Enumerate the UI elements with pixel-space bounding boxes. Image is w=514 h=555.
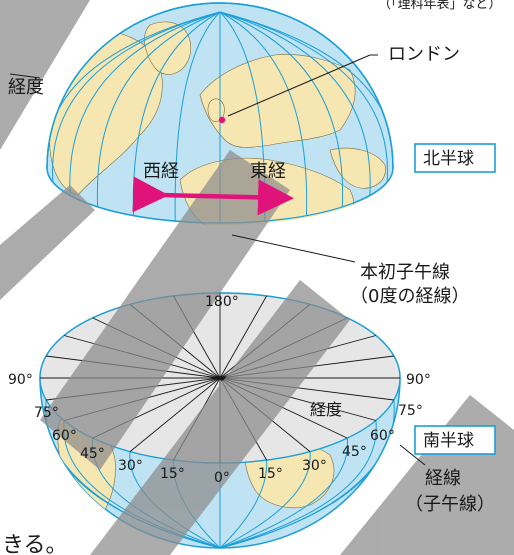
southern-hemisphere-label: 南半球 [423, 431, 474, 451]
london-label: ロンドン [388, 44, 460, 65]
deg-90-right-label: 90° [406, 372, 431, 388]
bottom-text: きる。 [2, 533, 68, 555]
deg-30-left-label: 30° [118, 458, 143, 474]
deg-60-right-label: 60° [370, 428, 395, 444]
meridian-sub-label: （子午線） [405, 494, 495, 515]
longitude-disk-label: 経度 [310, 400, 342, 419]
meridian-line [219, 11, 371, 196]
prime-meridian-label: 本初子午線 [360, 262, 450, 283]
meridian-line [219, 11, 344, 207]
deg-15-left-label: 15° [160, 466, 185, 482]
meridian-line [219, 438, 348, 548]
meridian-label: 経線 [425, 468, 461, 489]
longitude-top-label: 経度 [8, 77, 44, 98]
deg-45-right-label: 45° [342, 444, 367, 460]
deg-60-left-label: 60° [52, 428, 77, 444]
southern-hemisphere-box [414, 425, 496, 455]
deg-45-left-label: 45° [80, 446, 105, 462]
deg-180-label: 180° [205, 294, 239, 310]
leader-lines [9, 54, 426, 466]
meridian-line [219, 420, 377, 548]
northern-hemisphere-label: 北半球 [423, 149, 474, 169]
deg-30-right-label: 30° [302, 458, 327, 474]
prime-meridian-sub-label: （0度の経線） [350, 286, 469, 307]
deg-75-right-label: 75° [398, 403, 423, 419]
deg-75-left-label: 75° [34, 405, 59, 421]
meridian-line [96, 11, 221, 207]
top-note: （「理科年表」など） [378, 0, 502, 12]
northern-hemisphere-box [414, 143, 496, 173]
london-marker [218, 116, 226, 124]
longitude-ray [129, 377, 221, 452]
meridian-line [52, 11, 221, 183]
east-longitude-label: 東経 [250, 161, 286, 182]
longitude-ray [219, 295, 267, 379]
deg-0-label: 0° [214, 470, 230, 486]
deg-15-right-label: 15° [258, 466, 283, 482]
northern-meridians [47, 11, 393, 223]
meridian-line [219, 11, 308, 216]
west-east-arrow [132, 176, 294, 216]
meridian-line [69, 11, 221, 196]
meridian-line [219, 451, 311, 548]
meridian-line [219, 460, 268, 548]
meridian-line [219, 11, 388, 183]
west-longitude-label: 西経 [143, 161, 179, 182]
deg-90-left-label: 90° [8, 372, 33, 388]
degree-labels: 180° 90° 90° 75° 75° 60° 60° 45° 45° 30°… [8, 294, 431, 486]
